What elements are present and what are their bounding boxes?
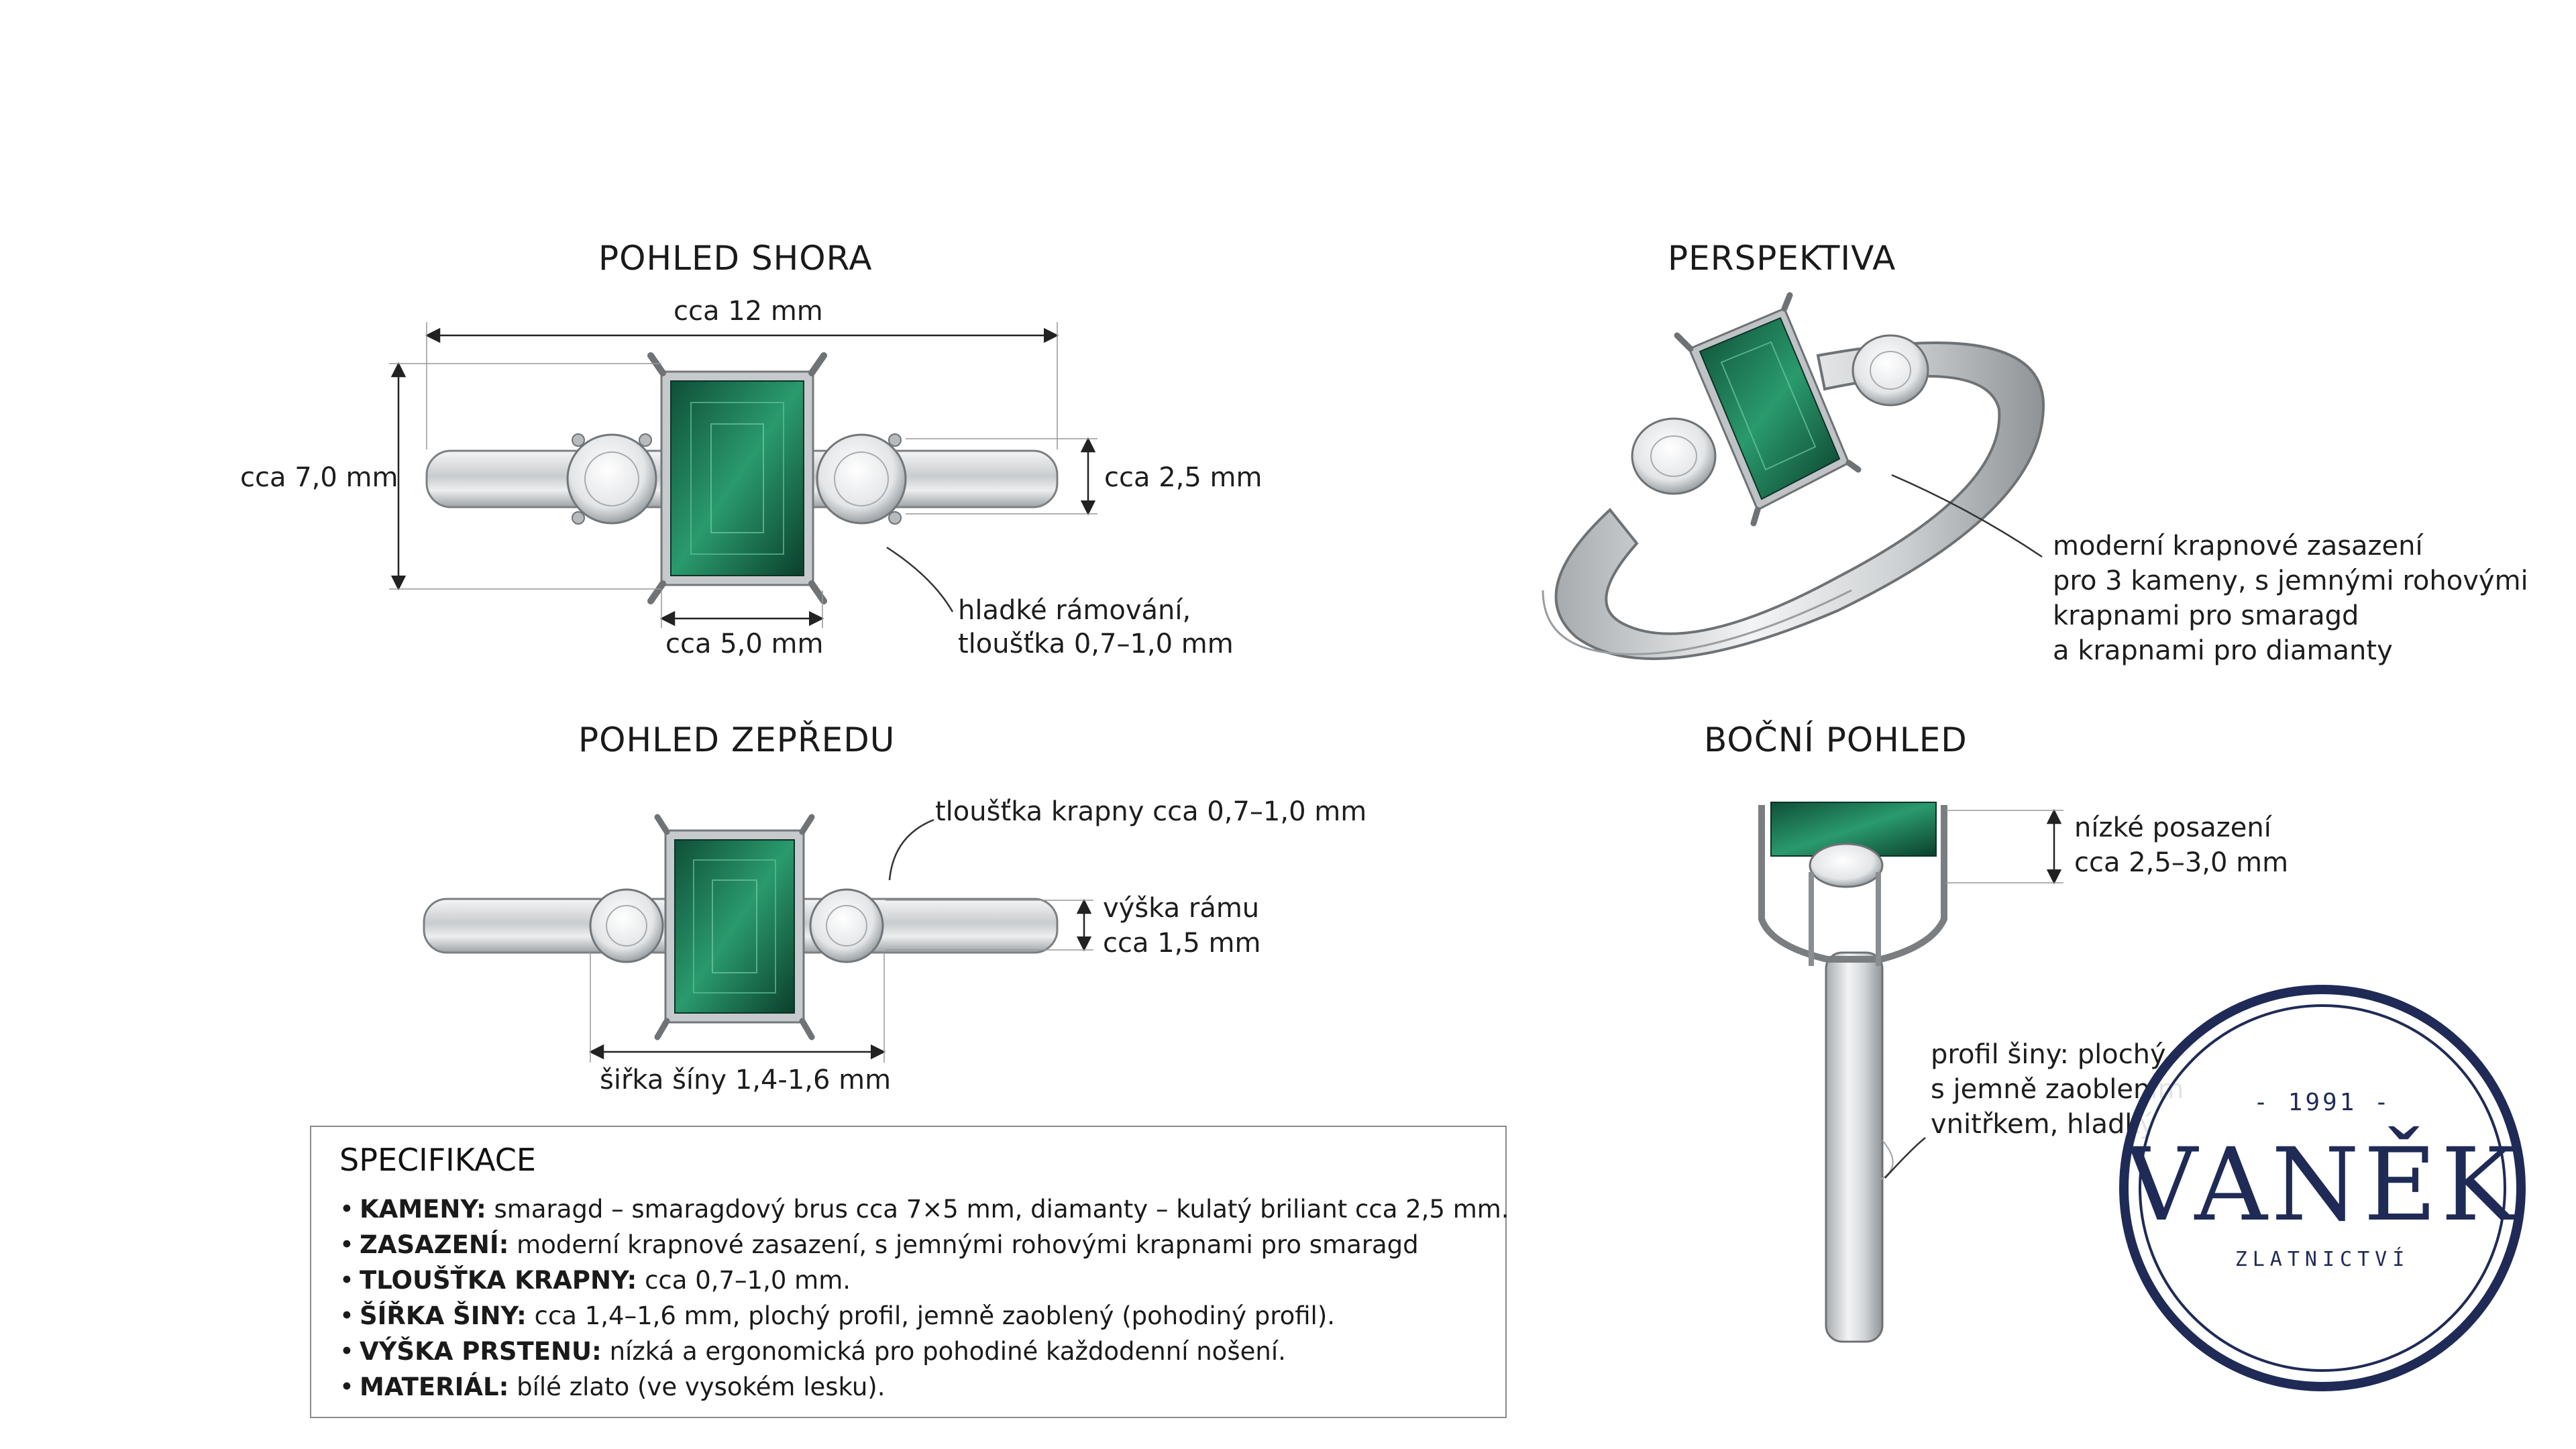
stamp-year: - 1991 - <box>2253 1089 2392 1116</box>
top-view-width-label: cca 12 mm <box>674 296 823 327</box>
spec-key: KAMENY: <box>360 1195 486 1224</box>
spec-value: cca 0,7–1,0 mm. <box>637 1266 851 1295</box>
spec-key: VÝŠKA PRSTENU: <box>360 1337 602 1366</box>
top-view-frame-note-2: tloušťka 0,7–1,0 mm <box>958 629 1234 659</box>
perspective-side-diamond-right <box>1851 334 1929 407</box>
spec-value: bílé zlato (ve vysokém lesku). <box>508 1373 885 1401</box>
front-view-dimensions <box>588 818 1093 1063</box>
front-view-emerald <box>654 814 815 1040</box>
perspective-note-4: a krapnami pro diamanty <box>2053 635 2393 666</box>
spec-value: moderní krapnové zasazení, s jemnými roh… <box>508 1230 1419 1259</box>
front-view-prong-note: tloušťka krapny cca 0,7–1,0 mm <box>935 796 1367 827</box>
stamp-brand: VANĚK <box>2125 1127 2520 1244</box>
spec-value: smaragd – smaragdový brus cca 7×5 mm, di… <box>486 1195 1509 1224</box>
stamp-ring-icon <box>2119 985 2526 1391</box>
top-view-side-diamond-right <box>816 433 907 525</box>
top-view-frame-note-1: hladké rámování, <box>958 595 1191 626</box>
side-view-dimensions <box>1884 808 2063 1179</box>
side-view-ring <box>1758 802 1947 1343</box>
front-view-band-width-label: šiřka šíny 1,4-1,6 mm <box>600 1065 892 1095</box>
spec-item: •ŠÍŘKA ŠINY: cca 1,4–1,6 mm, plochý prof… <box>339 1301 1336 1330</box>
specification-title: SPECIFIKACE <box>339 1142 536 1178</box>
top-view-emerald <box>647 352 827 604</box>
side-view-title: BOČNÍ POHLED <box>1704 720 1968 759</box>
spec-item: •ZASAZENÍ: moderní krapnové zasazení, s … <box>339 1230 1419 1259</box>
front-view-title: POHLED ZEPŘEDU <box>578 720 896 759</box>
front-view-frame-height-2: cca 1,5 mm <box>1103 928 1261 959</box>
top-view-title: POHLED SHORA <box>598 239 873 278</box>
perspective-ring <box>1542 292 2045 660</box>
perspective-side-diamond-left <box>1631 417 1717 495</box>
perspective-note-1: moderní krapnové zasazení <box>2053 531 2423 561</box>
spec-item: •KAMENY: smaragd – smaragdový brus cca 7… <box>339 1195 1509 1224</box>
front-view-side-diamond-right <box>809 888 884 963</box>
spec-value: nízká a ergonomická pro pohodiné každode… <box>601 1337 1286 1366</box>
side-view-profile-1: profil šiny: plochý <box>1931 1039 2166 1070</box>
side-view-setting-2: cca 2,5–3,0 mm <box>2074 847 2289 878</box>
specification-box: SPECIFIKACE •KAMENY: smaragd – smaragdov… <box>310 1126 1509 1418</box>
perspective-note-3: krapnami pro smaragd <box>2053 600 2359 631</box>
spec-key: ŠÍŘKA ŠINY: <box>360 1301 527 1330</box>
perspective-note-2: pro 3 kameny, s jemnými rohovými <box>2053 566 2528 596</box>
spec-key: ZASAZENÍ: <box>360 1230 509 1259</box>
top-view-ring <box>425 352 1059 604</box>
top-view-dimensions <box>389 322 1097 628</box>
top-view-stone-width-label: cca 5,0 mm <box>665 629 824 659</box>
perspective-emerald <box>1674 292 1862 527</box>
top-view-side-height-label: cca 2,5 mm <box>1104 462 1263 493</box>
front-view-ring <box>423 814 1059 1040</box>
front-view-side-diamond-left <box>589 888 664 963</box>
spec-key: MATERIÁL: <box>360 1373 509 1401</box>
spec-item: •TLOUŠŤKA KRAPNY: cca 0,7–1,0 mm. <box>339 1266 851 1295</box>
spec-value: cca 1,4–1,6 mm, plochý profil, jemně zao… <box>526 1301 1336 1330</box>
side-view-setting-1: nízké posazení <box>2074 812 2271 843</box>
top-view-height-label: cca 7,0 mm <box>240 462 398 493</box>
front-view-frame-height-1: výška rámu <box>1103 893 1260 924</box>
brand-stamp: - 1991 - VANĚK ZLATNICTVÍ <box>2117 983 2528 1393</box>
specification-list: •KAMENY: smaragd – smaragdový brus cca 7… <box>339 1191 1509 1405</box>
spec-key: TLOUŠŤKA KRAPNY: <box>360 1266 637 1295</box>
top-view-side-diamond-left <box>566 433 657 525</box>
spec-item: •VÝŠKA PRSTENU: nízká a ergonomická pro … <box>339 1337 1286 1366</box>
side-view-profile-3: vnitřkem, hladký <box>1931 1109 2155 1140</box>
perspective-title: PERSPEKTIVA <box>1668 239 1896 278</box>
stamp-subtitle: ZLATNICTVÍ <box>2235 1248 2410 1271</box>
spec-item: •MATERIÁL: bílé zlato (ve vysokém lesku)… <box>339 1373 885 1401</box>
